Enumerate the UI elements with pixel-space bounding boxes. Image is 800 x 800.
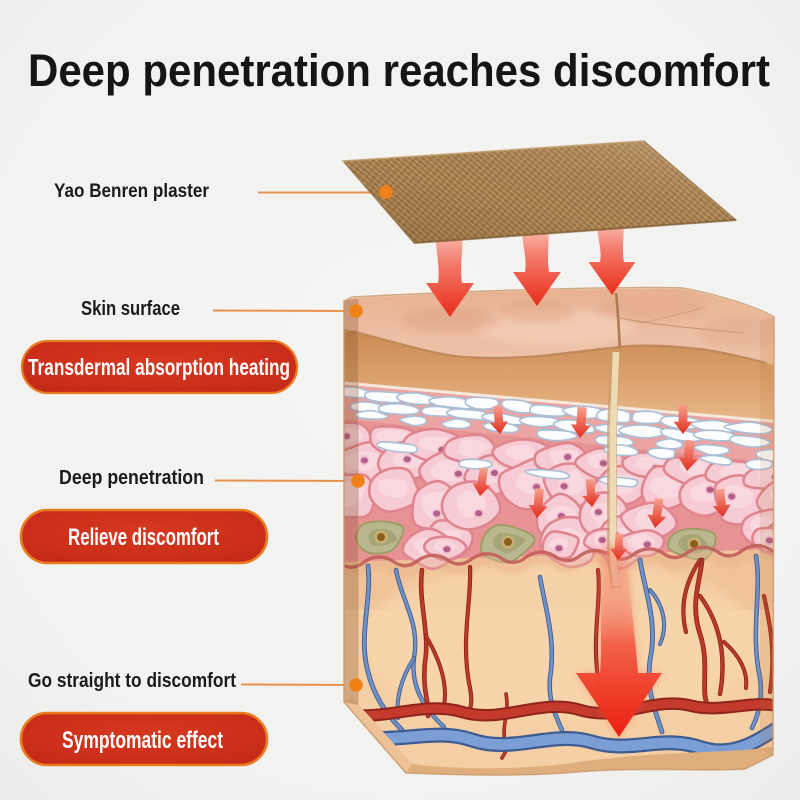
svg-text:Relieve discomfort: Relieve discomfort bbox=[68, 524, 219, 551]
svg-text:Symptomatic effect: Symptomatic effect bbox=[62, 727, 223, 754]
svg-text:Yao Benren plaster: Yao Benren plaster bbox=[54, 180, 209, 202]
svg-text:Transdermal absorption heating: Transdermal absorption heating bbox=[28, 354, 290, 380]
svg-text:Go straight to discomfort: Go straight to discomfort bbox=[28, 670, 236, 692]
svg-text:Deep penetration reaches disco: Deep penetration reaches discomfort bbox=[28, 45, 770, 96]
svg-text:Deep penetration: Deep penetration bbox=[59, 466, 204, 489]
svg-text:Skin surface: Skin surface bbox=[81, 297, 180, 320]
